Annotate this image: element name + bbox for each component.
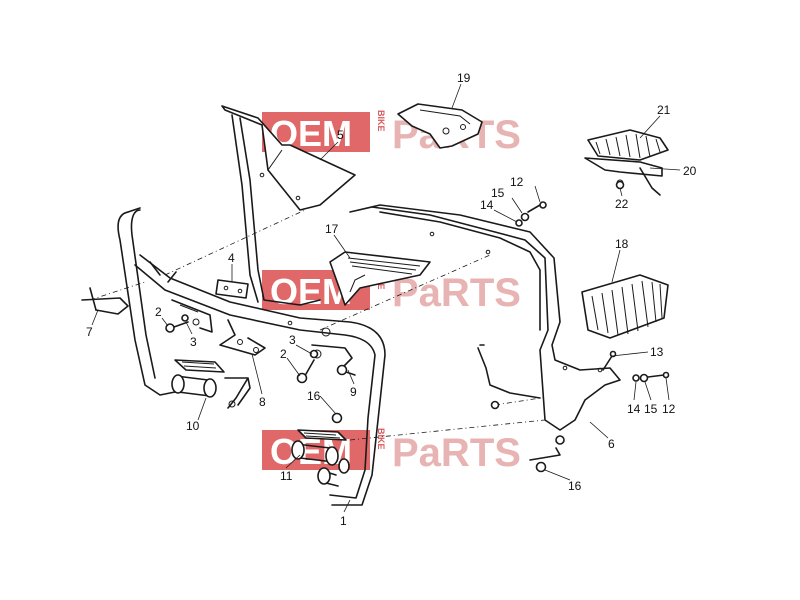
part-4-plate [215, 279, 249, 299]
callout-22: 22 [615, 197, 629, 211]
part-10-footrest [171, 359, 251, 409]
part-8-bracket [219, 319, 266, 356]
watermark-parts: PaRTS [392, 431, 521, 475]
part-19-bracket [397, 103, 483, 149]
washer [181, 314, 189, 322]
part-11-footrest [291, 429, 350, 487]
callout-9: 9 [350, 385, 357, 399]
callout-16-bottom: 16 [568, 479, 582, 493]
callout-11: 11 [280, 469, 293, 483]
callout-2: 2 [155, 305, 162, 319]
part-7-bracket [81, 287, 129, 315]
small-bracket [529, 447, 561, 461]
callout-5: 5 [337, 128, 344, 142]
part-17-footrest-plate [329, 251, 431, 306]
callout-8: 8 [259, 395, 266, 409]
washer [639, 373, 649, 383]
callout-15: 15 [491, 186, 505, 200]
nut [331, 412, 343, 424]
callout-12-right: 12 [662, 402, 676, 416]
bolt-head [662, 371, 670, 379]
washer [555, 435, 565, 445]
callout-3-center: 3 [289, 333, 296, 347]
callout-6: 6 [608, 437, 615, 451]
callout-7: 7 [86, 325, 93, 339]
callout-2-center: 2 [280, 347, 287, 361]
callout-4: 4 [228, 251, 235, 265]
washer [520, 212, 530, 222]
callout-14: 14 [480, 198, 494, 212]
part-20-pad-support [584, 157, 663, 196]
callout-17: 17 [325, 222, 339, 236]
part-21-rubber-pad [587, 129, 669, 161]
nut [336, 364, 348, 376]
callout-21: 21 [657, 103, 671, 117]
washer [515, 219, 523, 227]
callout-19: 19 [457, 71, 471, 85]
callout-16: 16 [307, 389, 321, 403]
callout-3: 3 [190, 335, 197, 349]
washer [632, 374, 640, 382]
callout-1: 1 [340, 514, 347, 528]
washer [490, 400, 500, 410]
part-18-step-pad [581, 274, 669, 339]
callout-14-right: 14 [627, 402, 641, 416]
left-mount-bracket [171, 299, 213, 333]
part-5-frame-panel [221, 105, 356, 306]
bolt-head [539, 201, 547, 209]
part-6-side-shroud [349, 204, 621, 431]
leader-lines [91, 83, 681, 513]
nut [615, 180, 625, 190]
callout-13: 13 [650, 345, 664, 359]
bolt-head [609, 350, 617, 358]
watermark-bike: BIKE [376, 110, 386, 132]
watermark-middle: OEM BIKE PaRTS [262, 268, 521, 315]
callout-18: 18 [615, 237, 629, 251]
callout-12: 12 [510, 175, 524, 189]
callout-numbers: 19 5 21 20 12 15 22 14 17 4 18 7 2 3 13 … [86, 71, 697, 528]
nut [535, 461, 547, 473]
washer [309, 349, 319, 359]
callout-20: 20 [683, 164, 697, 178]
watermark-parts: PaRTS [392, 271, 521, 315]
callout-10: 10 [186, 419, 200, 433]
part-1-crash-bar-frame [117, 207, 386, 506]
watermark-bike: BIKE [376, 428, 386, 450]
callout-15-right: 15 [644, 402, 658, 416]
assembly-centerlines [89, 209, 561, 441]
